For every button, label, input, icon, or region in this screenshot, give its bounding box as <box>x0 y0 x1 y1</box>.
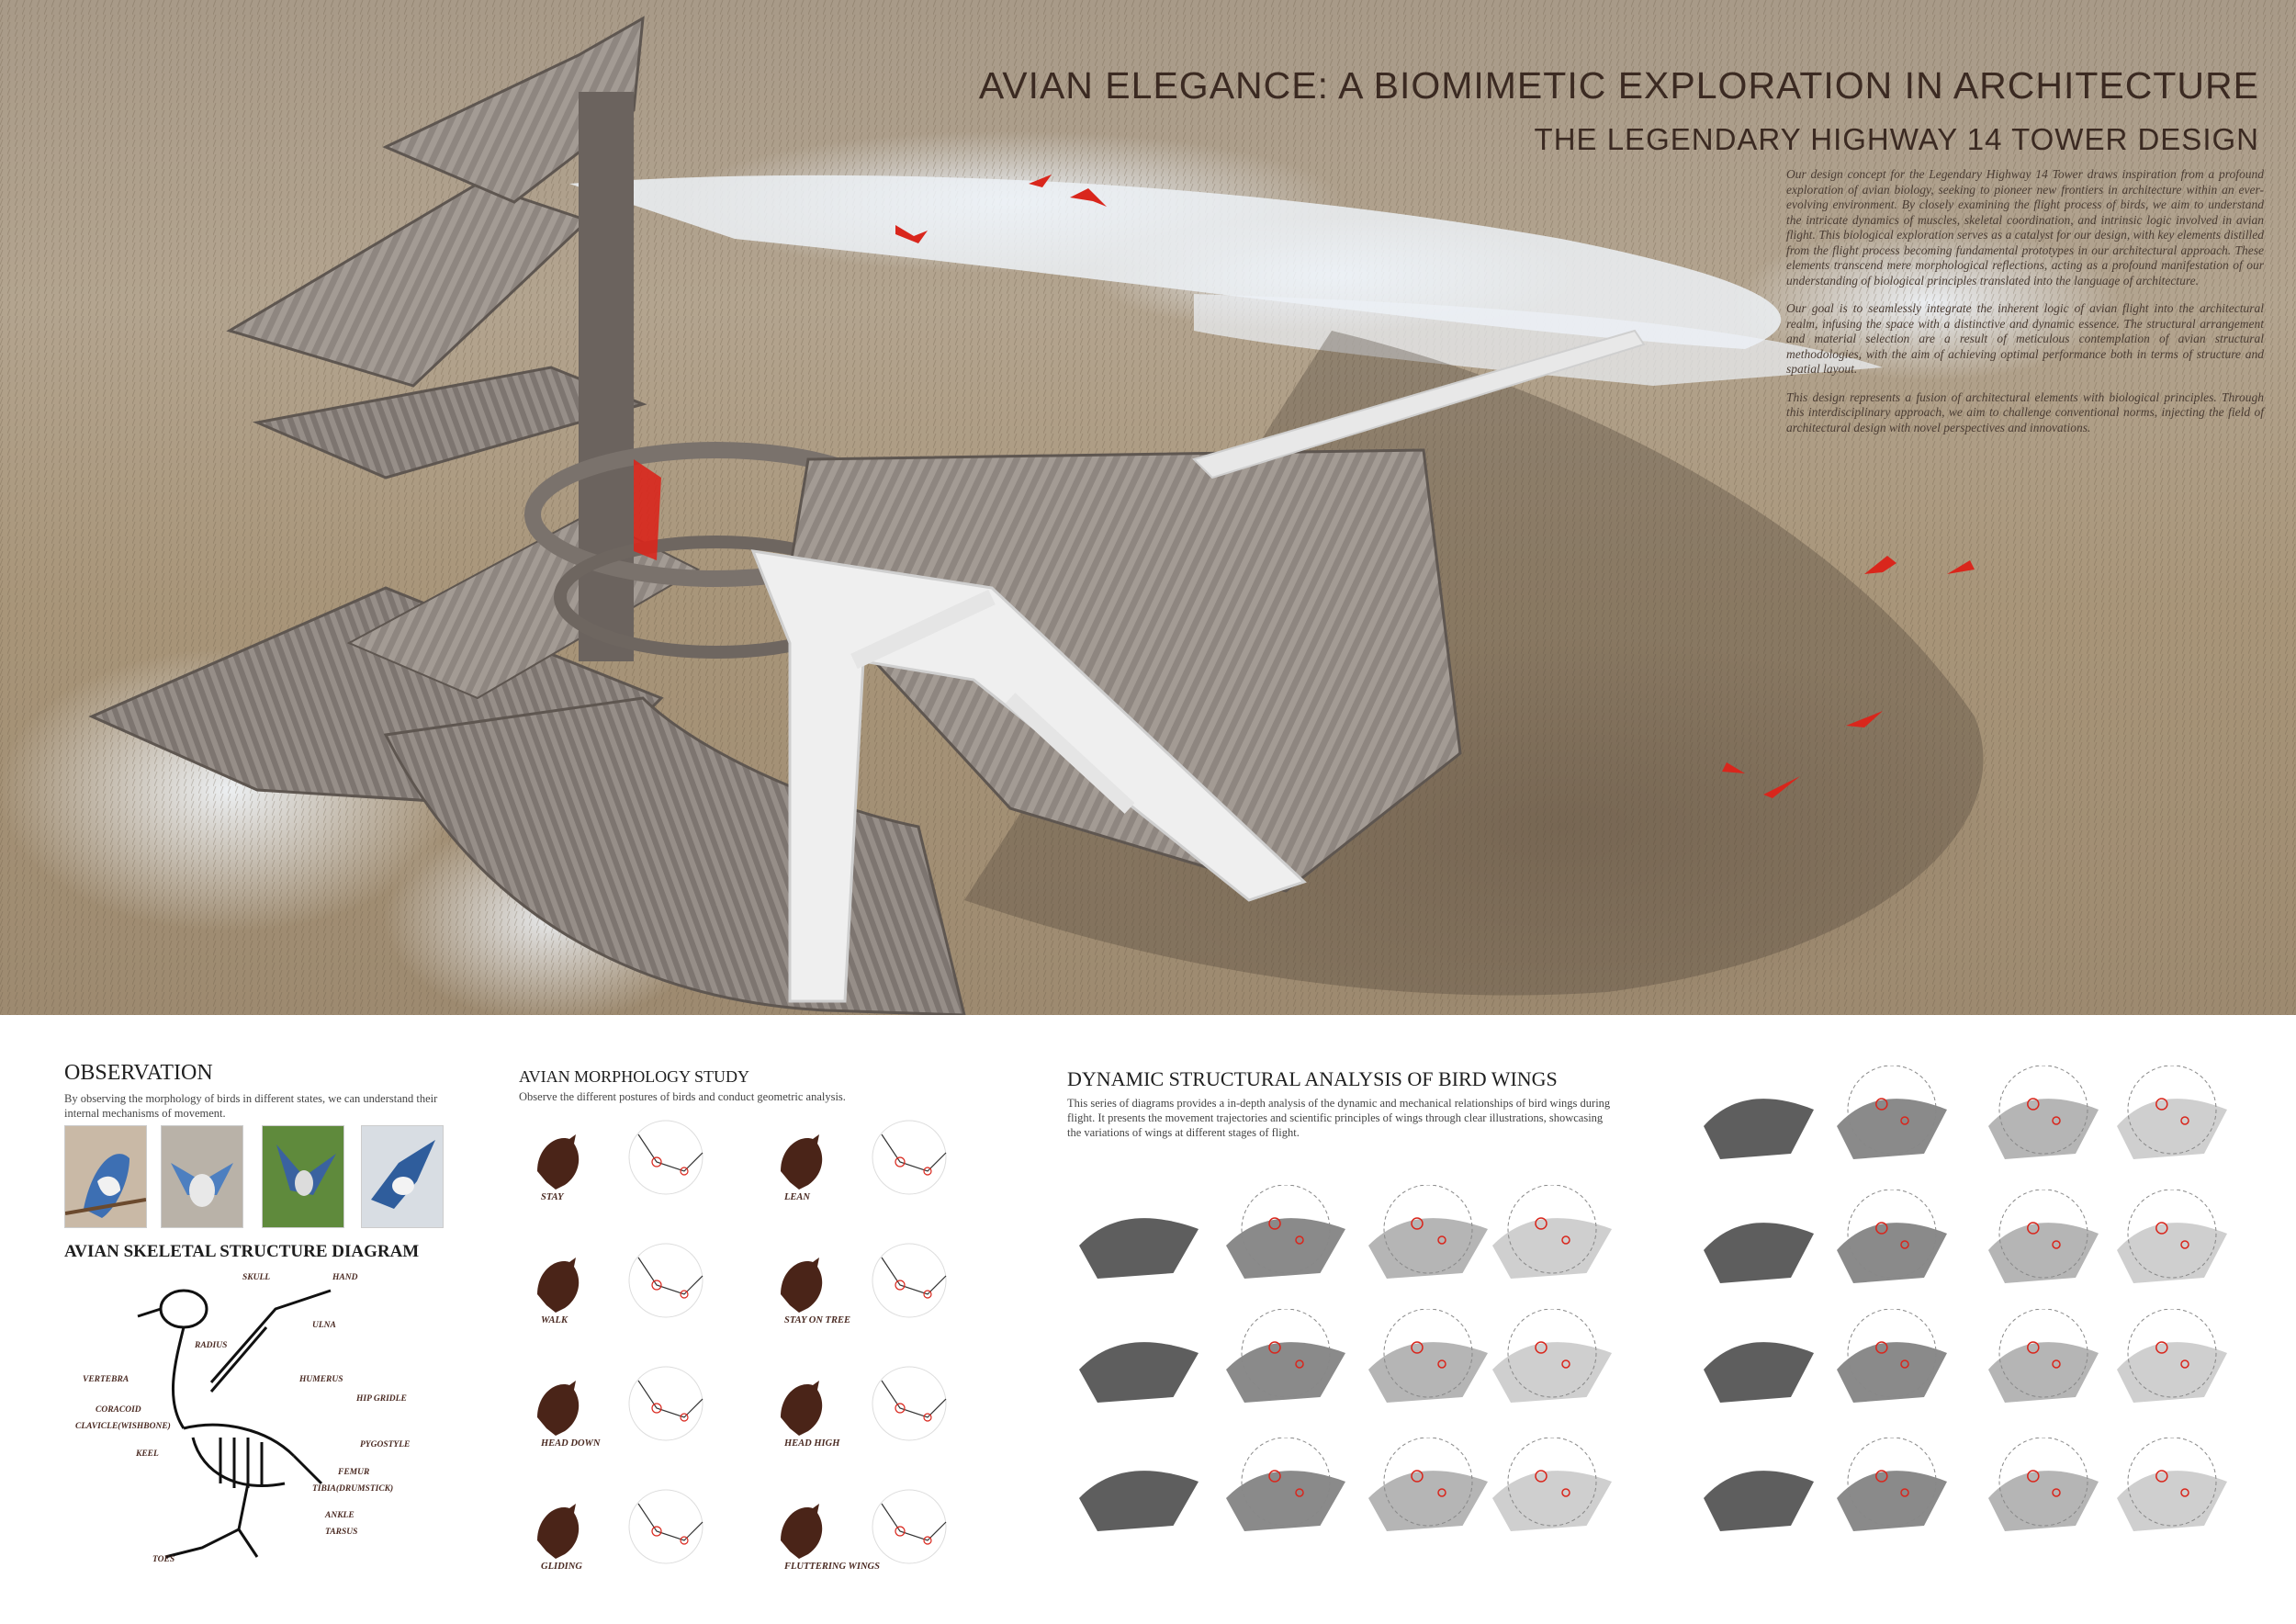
posture-figure <box>781 1366 947 1441</box>
posture-figure <box>781 1120 947 1195</box>
wing-diagram <box>2117 1066 2227 1159</box>
wing-diagram <box>1704 1471 1814 1531</box>
label-ulna: ULNA <box>312 1321 336 1330</box>
label-humerus: HUMERUS <box>299 1375 343 1384</box>
tower-illustration <box>0 0 2296 1015</box>
wing-diagram <box>1492 1438 1612 1531</box>
posture-figure <box>781 1489 947 1564</box>
wing-diagram <box>1837 1438 1947 1531</box>
label-skull: SKULL <box>242 1273 271 1282</box>
label-coracoid: CORACOID <box>96 1405 141 1415</box>
poster-subtitle: THE LEGENDARY HIGHWAY 14 TOWER DESIGN <box>1534 122 2259 156</box>
morphology-title: AVIAN MORPHOLOGY STUDY <box>519 1067 750 1086</box>
label-toes: TOES <box>152 1555 175 1564</box>
wing-diagram <box>2117 1309 2227 1403</box>
wing-diagram <box>1704 1099 1814 1159</box>
wing-diagram <box>1226 1438 1345 1531</box>
observation-text: By observing the morphology of birds in … <box>64 1092 438 1120</box>
posture-label: HEAD DOWN <box>541 1438 601 1449</box>
posture-label: GLIDING <box>541 1562 582 1572</box>
bird-photo <box>64 1125 147 1228</box>
dynamic-text: This series of diagrams provides a in-de… <box>1067 1097 1611 1139</box>
posture-label: LEAN <box>784 1192 811 1202</box>
posture-label: HEAD HIGH <box>784 1438 840 1449</box>
dynamic-title: DYNAMIC STRUCTURAL ANALYSIS OF BIRD WING… <box>1067 1067 1558 1090</box>
wing-diagram <box>1704 1342 1814 1403</box>
wing-diagram <box>1988 1190 2099 1283</box>
bird-photo <box>262 1125 344 1228</box>
skeleton-diagram <box>137 1289 332 1559</box>
posture-figure <box>537 1120 703 1195</box>
wing-diagram <box>1492 1309 1612 1403</box>
label-radius: RADIUS <box>195 1341 228 1350</box>
wing-diagram <box>1368 1438 1488 1531</box>
description-paragraph: Our design concept for the Legendary Hig… <box>1786 167 2264 288</box>
label-pygostyle: PYGOSTYLE <box>360 1440 411 1449</box>
posture-label: STAY <box>541 1192 564 1202</box>
morphology-text: Observe the different postures of birds … <box>519 1090 846 1103</box>
wing-diagram <box>1079 1342 1199 1403</box>
wing-diagram <box>1988 1066 2099 1159</box>
bird-photo <box>361 1125 444 1228</box>
poster-title: AVIAN ELEGANCE: A BIOMIMETIC EXPLORATION… <box>978 64 2259 107</box>
label-clavicle: CLAVICLE(WISHBONE) <box>75 1422 171 1431</box>
label-ankle: ANKLE <box>325 1511 355 1520</box>
wing-diagram <box>1988 1309 2099 1403</box>
skeleton-title: AVIAN SKELETAL STRUCTURE DIAGRAM <box>64 1242 420 1261</box>
wing-diagram <box>1226 1185 1345 1279</box>
label-tarsus: TARSUS <box>325 1528 358 1537</box>
label-tibia: TIBIA(DRUMSTICK) <box>312 1484 394 1494</box>
wing-diagram <box>1079 1471 1199 1531</box>
hero-render: AVIAN ELEGANCE: A BIOMIMETIC EXPLORATION… <box>0 0 2296 1015</box>
label-keel: KEEL <box>136 1449 159 1459</box>
description-paragraph: This design represents a fusion of archi… <box>1786 389 2264 434</box>
posture-figure <box>537 1366 703 1441</box>
bird-photo <box>161 1125 243 1228</box>
wing-diagram <box>1837 1066 1947 1159</box>
wing-diagram <box>2117 1438 2227 1531</box>
label-femur: FEMUR <box>338 1468 370 1477</box>
label-hip-gridle: HIP GRIDLE <box>356 1394 407 1404</box>
red-birds <box>895 175 1975 798</box>
design-description: Our design concept for the Legendary Hig… <box>1786 167 2264 448</box>
wing-diagram <box>1368 1185 1488 1279</box>
posture-label: STAY ON TREE <box>784 1315 850 1325</box>
wing-diagram <box>1704 1223 1814 1283</box>
posture-label: WALK <box>541 1315 568 1325</box>
description-paragraph: Our goal is to seamlessly integrate the … <box>1786 301 2264 376</box>
wing-diagram <box>1837 1309 1947 1403</box>
wing-diagram <box>1837 1190 1947 1283</box>
posture-label: FLUTTERING WINGS <box>784 1562 880 1572</box>
wing-diagram <box>2117 1190 2227 1283</box>
observation-title: OBSERVATION <box>64 1061 213 1085</box>
posture-figure <box>537 1243 703 1318</box>
wing-diagram <box>1368 1309 1488 1403</box>
wing-diagram <box>1492 1185 1612 1279</box>
label-hand: HAND <box>332 1273 358 1282</box>
posture-figure <box>781 1243 947 1318</box>
label-vertebra: VERTEBRA <box>83 1375 129 1384</box>
wing-diagram <box>1226 1309 1345 1403</box>
wing-diagram <box>1988 1438 2099 1531</box>
posture-figure <box>537 1489 703 1564</box>
wing-diagram <box>1079 1218 1199 1279</box>
